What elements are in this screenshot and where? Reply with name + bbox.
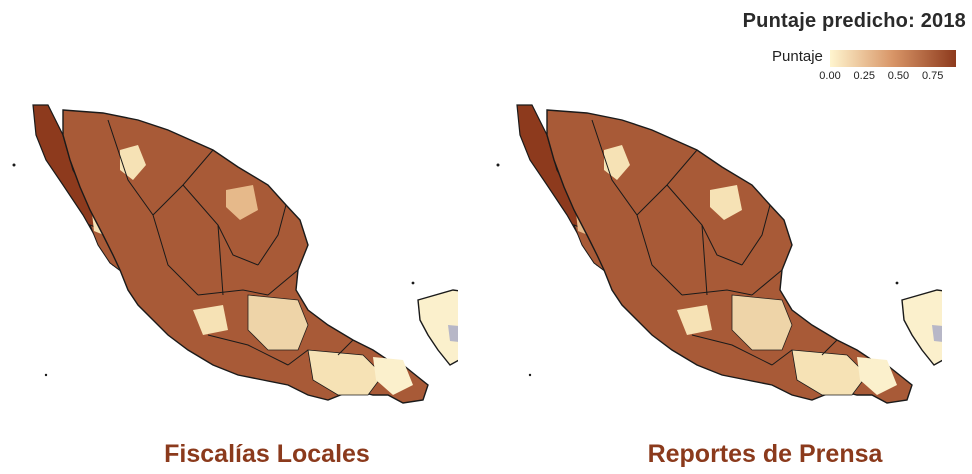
mexico-map-left <box>12 104 458 404</box>
legend-tick-label: 0.00 <box>819 70 841 82</box>
color-legend: Puntaje 0.00 0.25 0.50 0.75 <box>732 48 962 108</box>
legend-colorbar <box>830 50 956 67</box>
chihuahua-light <box>604 145 630 180</box>
legend-tick-label: 0.75 <box>921 70 944 82</box>
mainland <box>62 109 429 404</box>
map-reportes-prensa <box>492 95 942 425</box>
mexico-map-right <box>496 104 942 404</box>
coahuila-light <box>226 185 258 220</box>
jalisco-light <box>677 305 712 335</box>
yucatan-missing <box>448 325 458 342</box>
legend-tick-label: 0.50 <box>887 70 910 82</box>
chiapas-light <box>857 357 897 395</box>
caption-fiscalias-locales: Fiscalías Locales <box>164 440 370 468</box>
legend-tick-label: 0.25 <box>853 70 875 82</box>
chihuahua-light <box>120 145 146 180</box>
map-fiscalias-locales <box>8 95 458 425</box>
central-light <box>731 294 793 351</box>
caption-reportes-prensa: Reportes de Prensa <box>647 440 883 468</box>
mainland <box>546 109 913 404</box>
legend-label: Puntaje <box>772 48 823 65</box>
jalisco-light <box>193 305 228 335</box>
central-light <box>247 294 309 351</box>
legend-title: Puntaje predicho: 2018 <box>742 10 966 32</box>
oaxaca-light <box>791 349 868 396</box>
yucatan-missing <box>932 325 942 342</box>
chiapas-light <box>373 357 413 395</box>
oaxaca-light <box>307 349 384 396</box>
yucatan <box>901 289 942 366</box>
coahuila-light <box>710 185 742 220</box>
yucatan <box>417 289 458 366</box>
legend-ticks: 0.00 0.25 0.50 0.75 <box>819 70 956 84</box>
